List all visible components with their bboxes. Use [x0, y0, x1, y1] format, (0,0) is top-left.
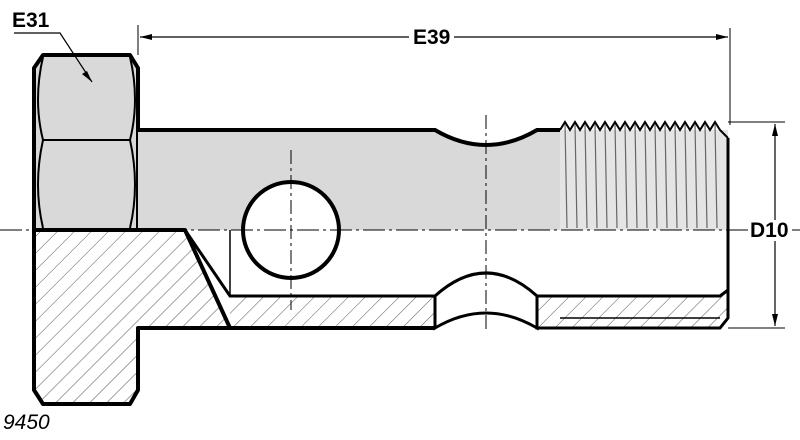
thread-lines: [564, 123, 718, 229]
hex-chamfer-left: [37, 56, 45, 229]
part-number: 9450: [3, 411, 50, 434]
e39-arrow-left: [140, 34, 152, 40]
head-section: [32, 228, 232, 406]
d10-arrow-bottom: [772, 314, 778, 326]
thread-upper-fill: [560, 130, 728, 230]
e31-arrow: [82, 71, 92, 82]
d10-label: D10: [748, 219, 791, 242]
hex-head-upper: [32, 53, 140, 232]
thread-crests: [559, 120, 729, 139]
e31-leader: [14, 32, 93, 83]
e31-label: E31: [12, 9, 50, 32]
thread-section: [535, 287, 730, 330]
shank-section-wall: [230, 296, 435, 328]
hex-chamfer-right: [128, 56, 136, 229]
e39-arrow-right: [716, 34, 728, 40]
d10-arrow-top: [772, 124, 778, 136]
shank-upper: [138, 130, 560, 230]
e39-label: E39: [409, 27, 455, 48]
